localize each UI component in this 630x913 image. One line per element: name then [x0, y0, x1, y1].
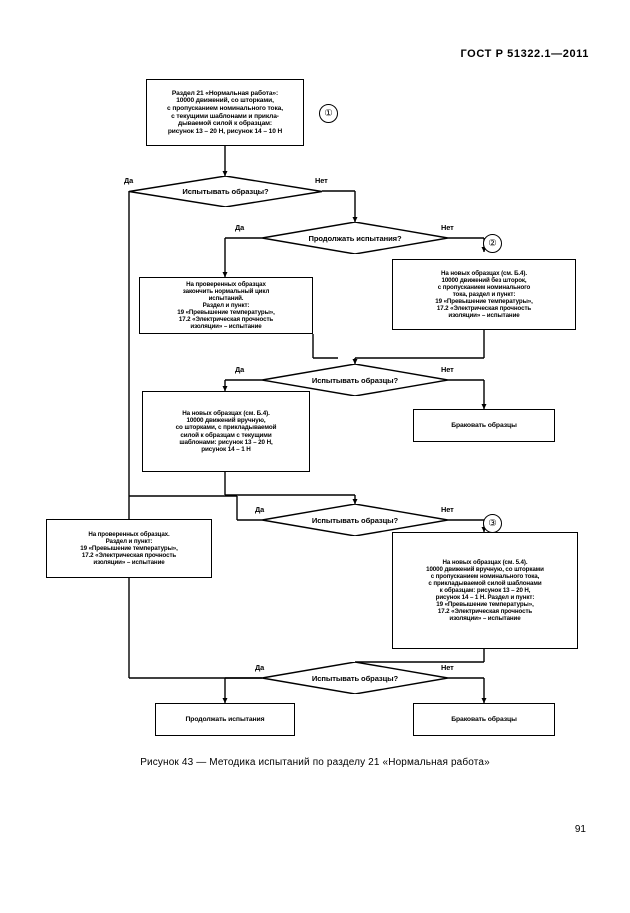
- decision-5[interactable]: Испытывать образцы?: [262, 662, 448, 694]
- node-continue-tests-text: Продолжать испытания: [185, 715, 265, 723]
- node-checked-samples-text: На проверенных образцах. Раздел и пункт:…: [80, 530, 178, 567]
- node-continue-tests[interactable]: Продолжать испытания: [155, 703, 295, 736]
- branch-label-yes-3: Да: [235, 365, 245, 374]
- branch-label-no-5: Нет: [441, 663, 454, 672]
- branch-label-no-1: Нет: [315, 176, 328, 185]
- standard-header: ГОСТ Р 51322.1—2011: [460, 48, 589, 60]
- marker-3: ③: [483, 514, 502, 533]
- node-finish-normal-cycle[interactable]: На проверенных образцах закончить нормал…: [139, 277, 313, 334]
- node-start[interactable]: Раздел 21 «Нормальная работа»: 10000 дви…: [146, 79, 304, 146]
- marker-2: ②: [483, 234, 502, 253]
- decision-4-label: Испытывать образцы?: [311, 515, 399, 525]
- node-new-samples-manual-shutters-text: На новых образцах (см. Б.4). 10000 движе…: [175, 409, 277, 453]
- decision-2[interactable]: Продолжать испытания?: [262, 222, 448, 254]
- node-new-samples-manual-current[interactable]: На новых образцах (см. 5.4). 10000 движе…: [392, 532, 578, 649]
- branch-label-yes-1: Да: [124, 176, 134, 185]
- branch-label-no-4: Нет: [441, 505, 454, 514]
- decision-3[interactable]: Испытывать образцы?: [262, 364, 448, 396]
- node-new-samples-no-shutters[interactable]: На новых образцах (см. Б.4). 10000 движе…: [392, 259, 576, 330]
- decision-1-label: Испытывать образцы?: [182, 187, 269, 196]
- figure-caption: Рисунок 43 — Методика испытаний по разде…: [140, 757, 490, 768]
- node-new-samples-no-shutters-text: На новых образцах (см. Б.4). 10000 движе…: [435, 269, 533, 320]
- branch-label-no-2: Нет: [441, 223, 454, 232]
- decision-4[interactable]: Испытывать образцы?: [262, 504, 448, 536]
- page-number: 91: [574, 824, 586, 835]
- branch-label-yes-2: Да: [235, 223, 245, 232]
- node-new-samples-manual-current-text: На новых образцах (см. 5.4). 10000 движе…: [426, 558, 544, 623]
- node-reject-samples-2[interactable]: Браковать образцы: [413, 703, 555, 736]
- node-start-text: Раздел 21 «Нормальная работа»: 10000 дви…: [167, 89, 283, 135]
- branch-label-yes-5: Да: [255, 663, 265, 672]
- node-new-samples-manual-shutters[interactable]: На новых образцах (см. Б.4). 10000 движе…: [142, 391, 310, 472]
- node-reject-samples-1-text: Браковать образцы: [451, 421, 517, 429]
- node-reject-samples-1[interactable]: Браковать образцы: [413, 409, 555, 442]
- decision-1[interactable]: Испытывать образцы?: [129, 176, 322, 207]
- flowchart: Раздел 21 «Нормальная работа»: 10000 дви…: [46, 79, 578, 736]
- marker-1: ①: [319, 104, 338, 123]
- decision-3-label: Испытывать образцы?: [311, 375, 399, 385]
- decision-2-label: Продолжать испытания?: [308, 233, 402, 243]
- node-checked-samples[interactable]: На проверенных образцах. Раздел и пункт:…: [46, 519, 212, 578]
- branch-label-yes-4: Да: [255, 505, 265, 514]
- node-finish-normal-cycle-text: На проверенных образцах закончить нормал…: [177, 280, 275, 331]
- branch-label-no-3: Нет: [441, 365, 454, 374]
- node-reject-samples-2-text: Браковать образцы: [451, 715, 517, 723]
- decision-5-label: Испытывать образцы?: [311, 673, 399, 683]
